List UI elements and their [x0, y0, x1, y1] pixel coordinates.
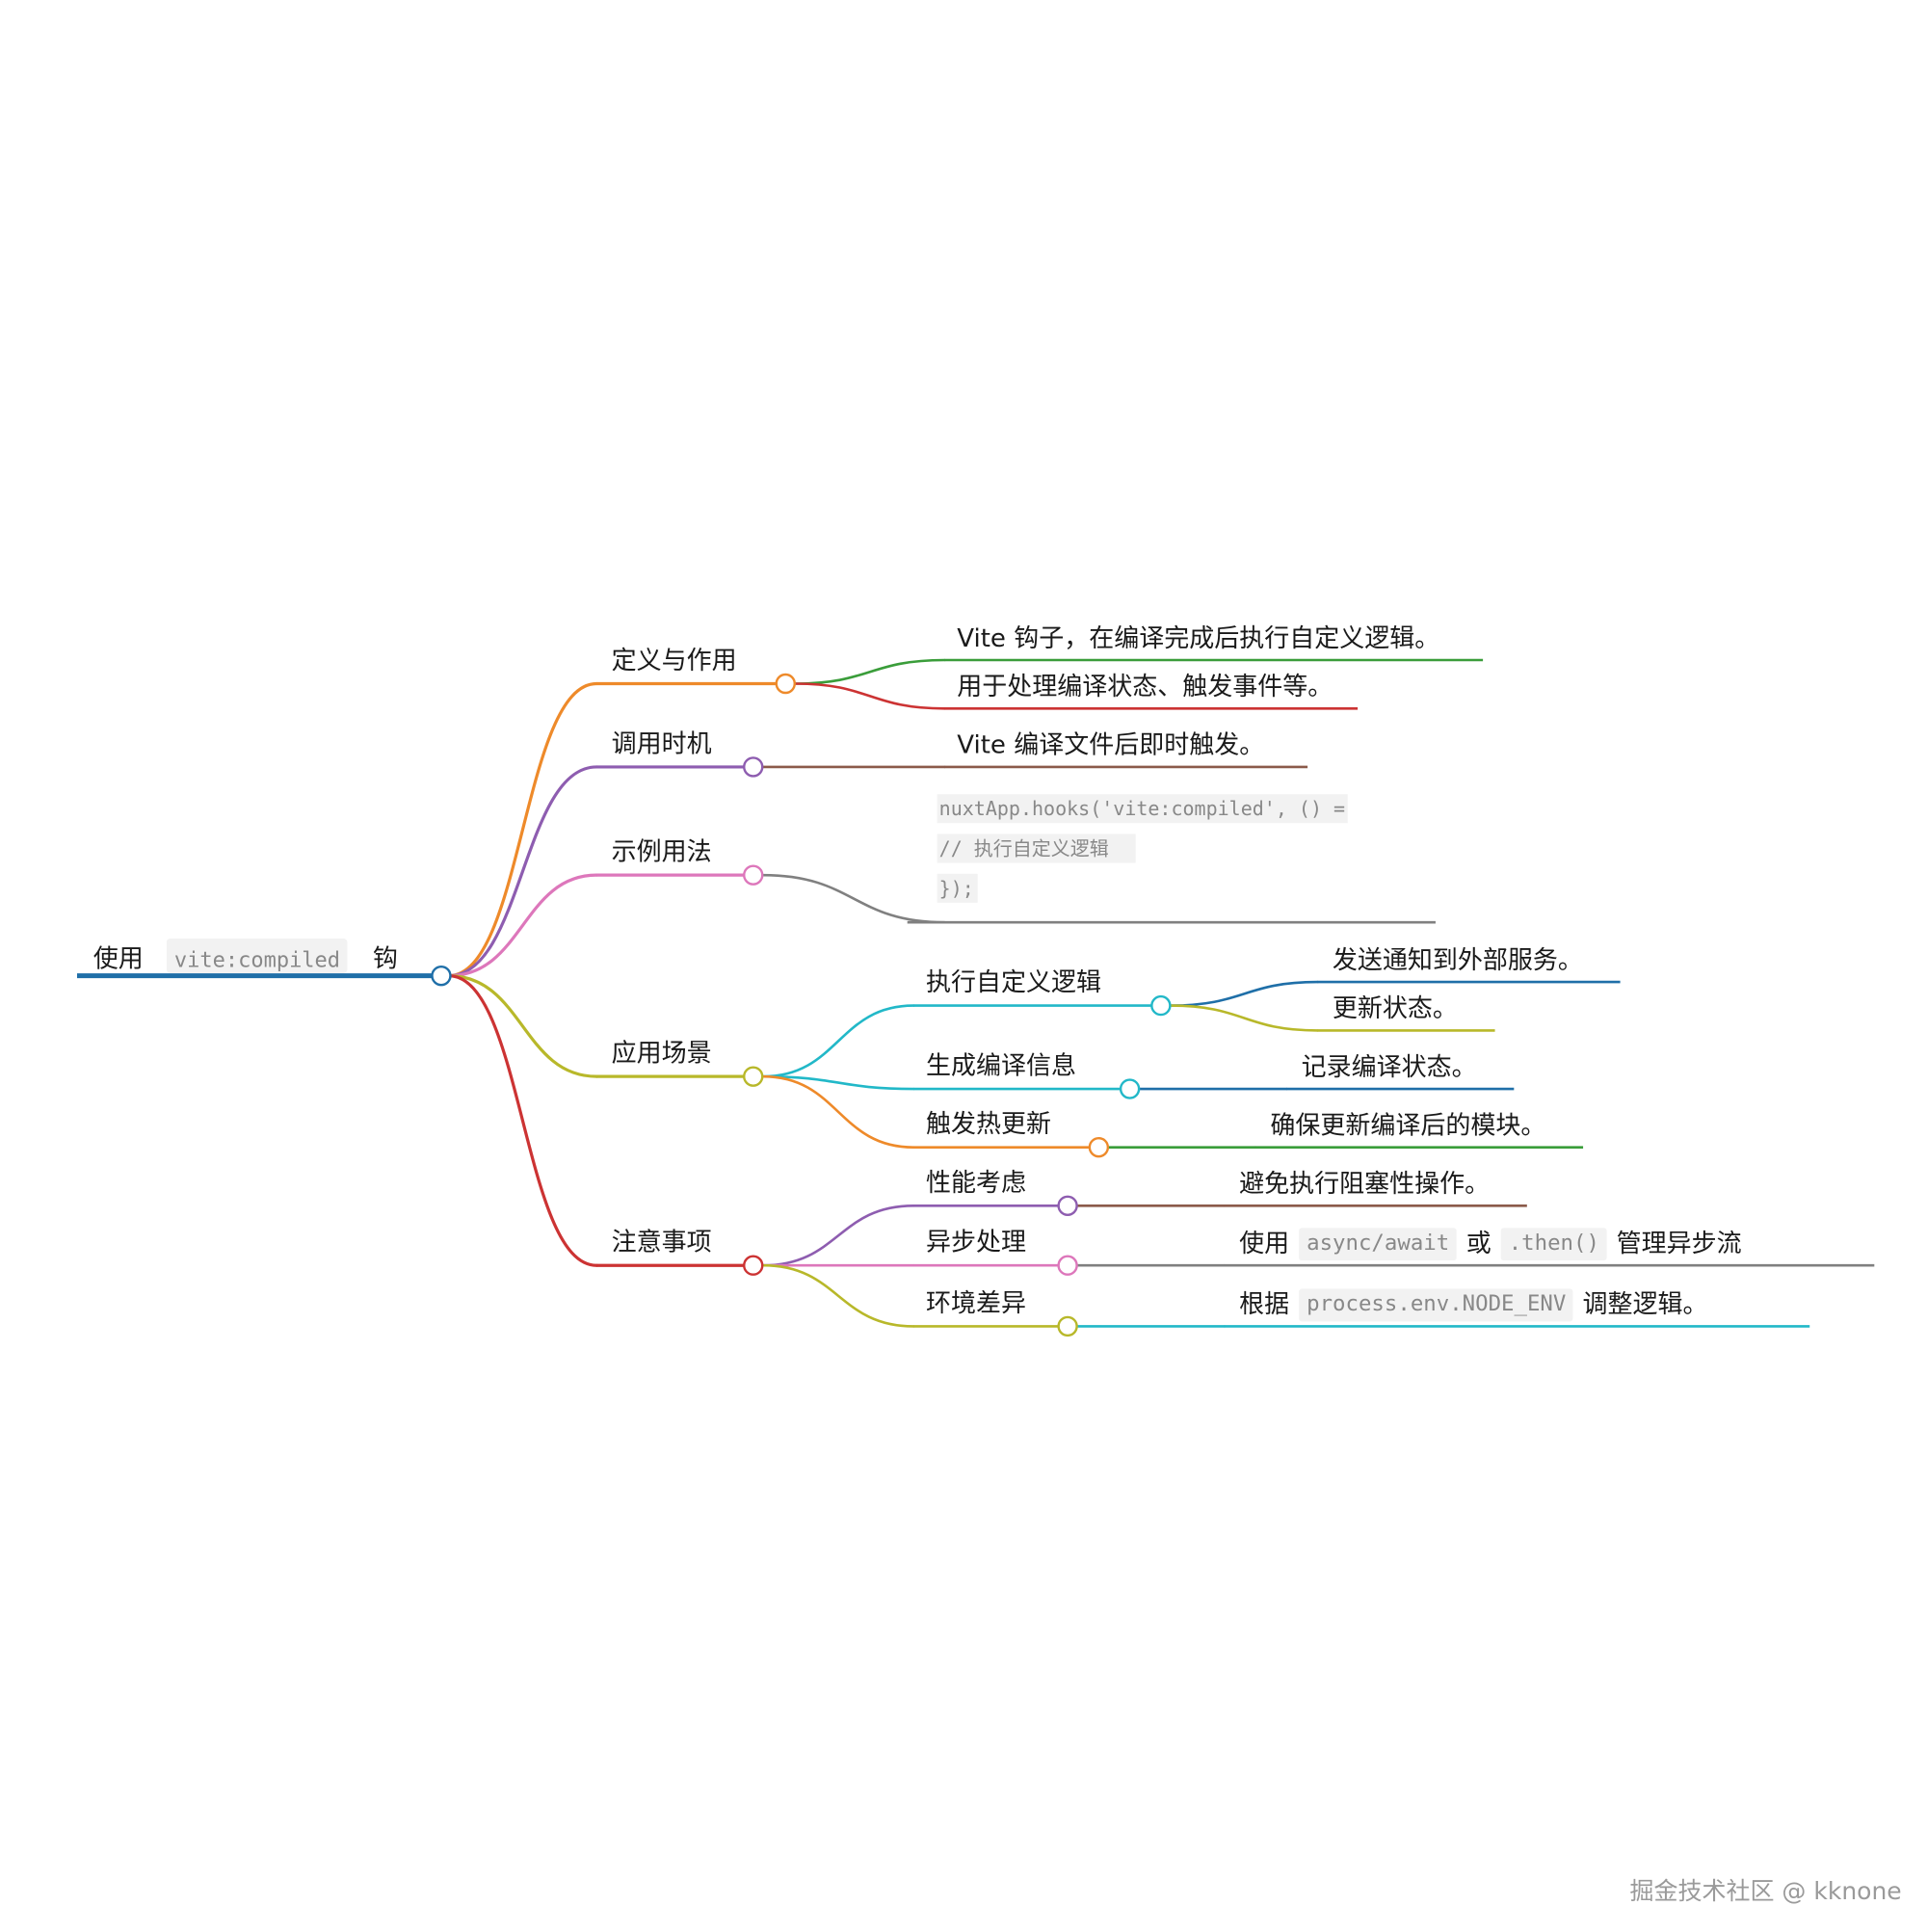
leaf-text: 用于处理编译状态、触发事件等。	[957, 673, 1333, 701]
code-line: });	[939, 877, 974, 900]
branch-connector	[447, 974, 598, 1267]
leaf-connector	[1169, 1004, 1319, 1032]
leaf-text: 更新状态。	[1333, 994, 1458, 1023]
leaf-text: 管理异步流	[1617, 1230, 1742, 1258]
branch-node[interactable]	[743, 864, 764, 886]
root-code: vite:compiled	[174, 949, 340, 973]
code-line-box	[937, 834, 1136, 863]
sub-connector	[761, 1074, 915, 1149]
inline-code: process.env.NODE_ENV	[1307, 1291, 1566, 1316]
leaf-text: 或	[1466, 1230, 1491, 1258]
code-line: // 执行自定义逻辑	[939, 837, 1109, 860]
leaf-text: 调整逻辑。	[1582, 1290, 1707, 1319]
leaf-text: 发送通知到外部服务。	[1333, 946, 1583, 975]
leaf-text: 记录编译状态。	[1302, 1053, 1477, 1082]
branch-node[interactable]	[743, 1255, 764, 1276]
sub-connector	[761, 1263, 915, 1328]
root-code-box	[166, 938, 348, 973]
sub-connector	[761, 1204, 915, 1267]
code-line-box	[937, 794, 1348, 824]
watermark: 掘金技术社区 @ kknone	[1629, 1877, 1901, 1905]
branch-node[interactable]	[775, 673, 796, 695]
leaf-connector	[794, 682, 946, 710]
sub-node[interactable]	[1057, 1315, 1078, 1337]
inline-code-box	[1299, 1288, 1573, 1322]
sub-label: 环境差异	[926, 1289, 1026, 1318]
leaf-connector	[761, 873, 946, 924]
leaf-text: 避免执行阻塞性操作。	[1239, 1170, 1490, 1199]
inline-code-box	[1500, 1228, 1607, 1261]
sub-node[interactable]	[1088, 1136, 1110, 1158]
leaf-text: 根据	[1239, 1290, 1289, 1319]
sub-label: 异步处理	[926, 1229, 1026, 1257]
leaf-connector	[1169, 980, 1319, 1007]
leaf-text: Vite 编译文件后即时触发。	[957, 731, 1264, 760]
branch-node[interactable]	[743, 1066, 764, 1087]
sub-node[interactable]	[1057, 1255, 1078, 1276]
branch-label: 定义与作用	[612, 647, 737, 675]
sub-node[interactable]	[1150, 994, 1172, 1017]
sub-node[interactable]	[1057, 1195, 1078, 1217]
sub-label: 生成编译信息	[926, 1052, 1076, 1081]
branch-label: 示例用法	[612, 838, 712, 867]
branch-node[interactable]	[743, 756, 764, 778]
leaf-text: Vite 钩子，在编译完成后执行自定义逻辑。	[957, 624, 1439, 653]
code-line-box	[937, 873, 978, 903]
sub-label: 性能考虑	[926, 1169, 1026, 1198]
branch-connector	[447, 974, 598, 1078]
root-label-suffix: 钩	[373, 945, 398, 974]
branch-connector	[447, 765, 598, 978]
inline-code-box	[1299, 1228, 1457, 1261]
sub-label: 执行自定义逻辑	[926, 968, 1101, 997]
branch-label: 调用时机	[612, 729, 712, 758]
leaf-connector	[794, 658, 946, 685]
branch-connector	[447, 873, 598, 978]
leaf-text: 使用	[1239, 1230, 1289, 1258]
inline-code: .then()	[1509, 1231, 1599, 1256]
leaf-text: 确保更新编译后的模块。	[1270, 1111, 1545, 1140]
root-label-prefix: 使用	[93, 945, 144, 974]
inline-code: async/await	[1307, 1231, 1449, 1256]
code-line: nuxtApp.hooks('vite:compiled', () =	[939, 797, 1345, 820]
sub-node[interactable]	[1119, 1078, 1141, 1099]
root-node[interactable]	[431, 965, 452, 987]
sub-connector	[761, 1004, 915, 1078]
branch-label: 注意事项	[612, 1229, 712, 1257]
branch-connector	[447, 681, 598, 978]
branch-label: 应用场景	[612, 1040, 712, 1069]
sub-label: 触发热更新	[926, 1110, 1051, 1139]
sub-connector	[761, 1074, 915, 1091]
